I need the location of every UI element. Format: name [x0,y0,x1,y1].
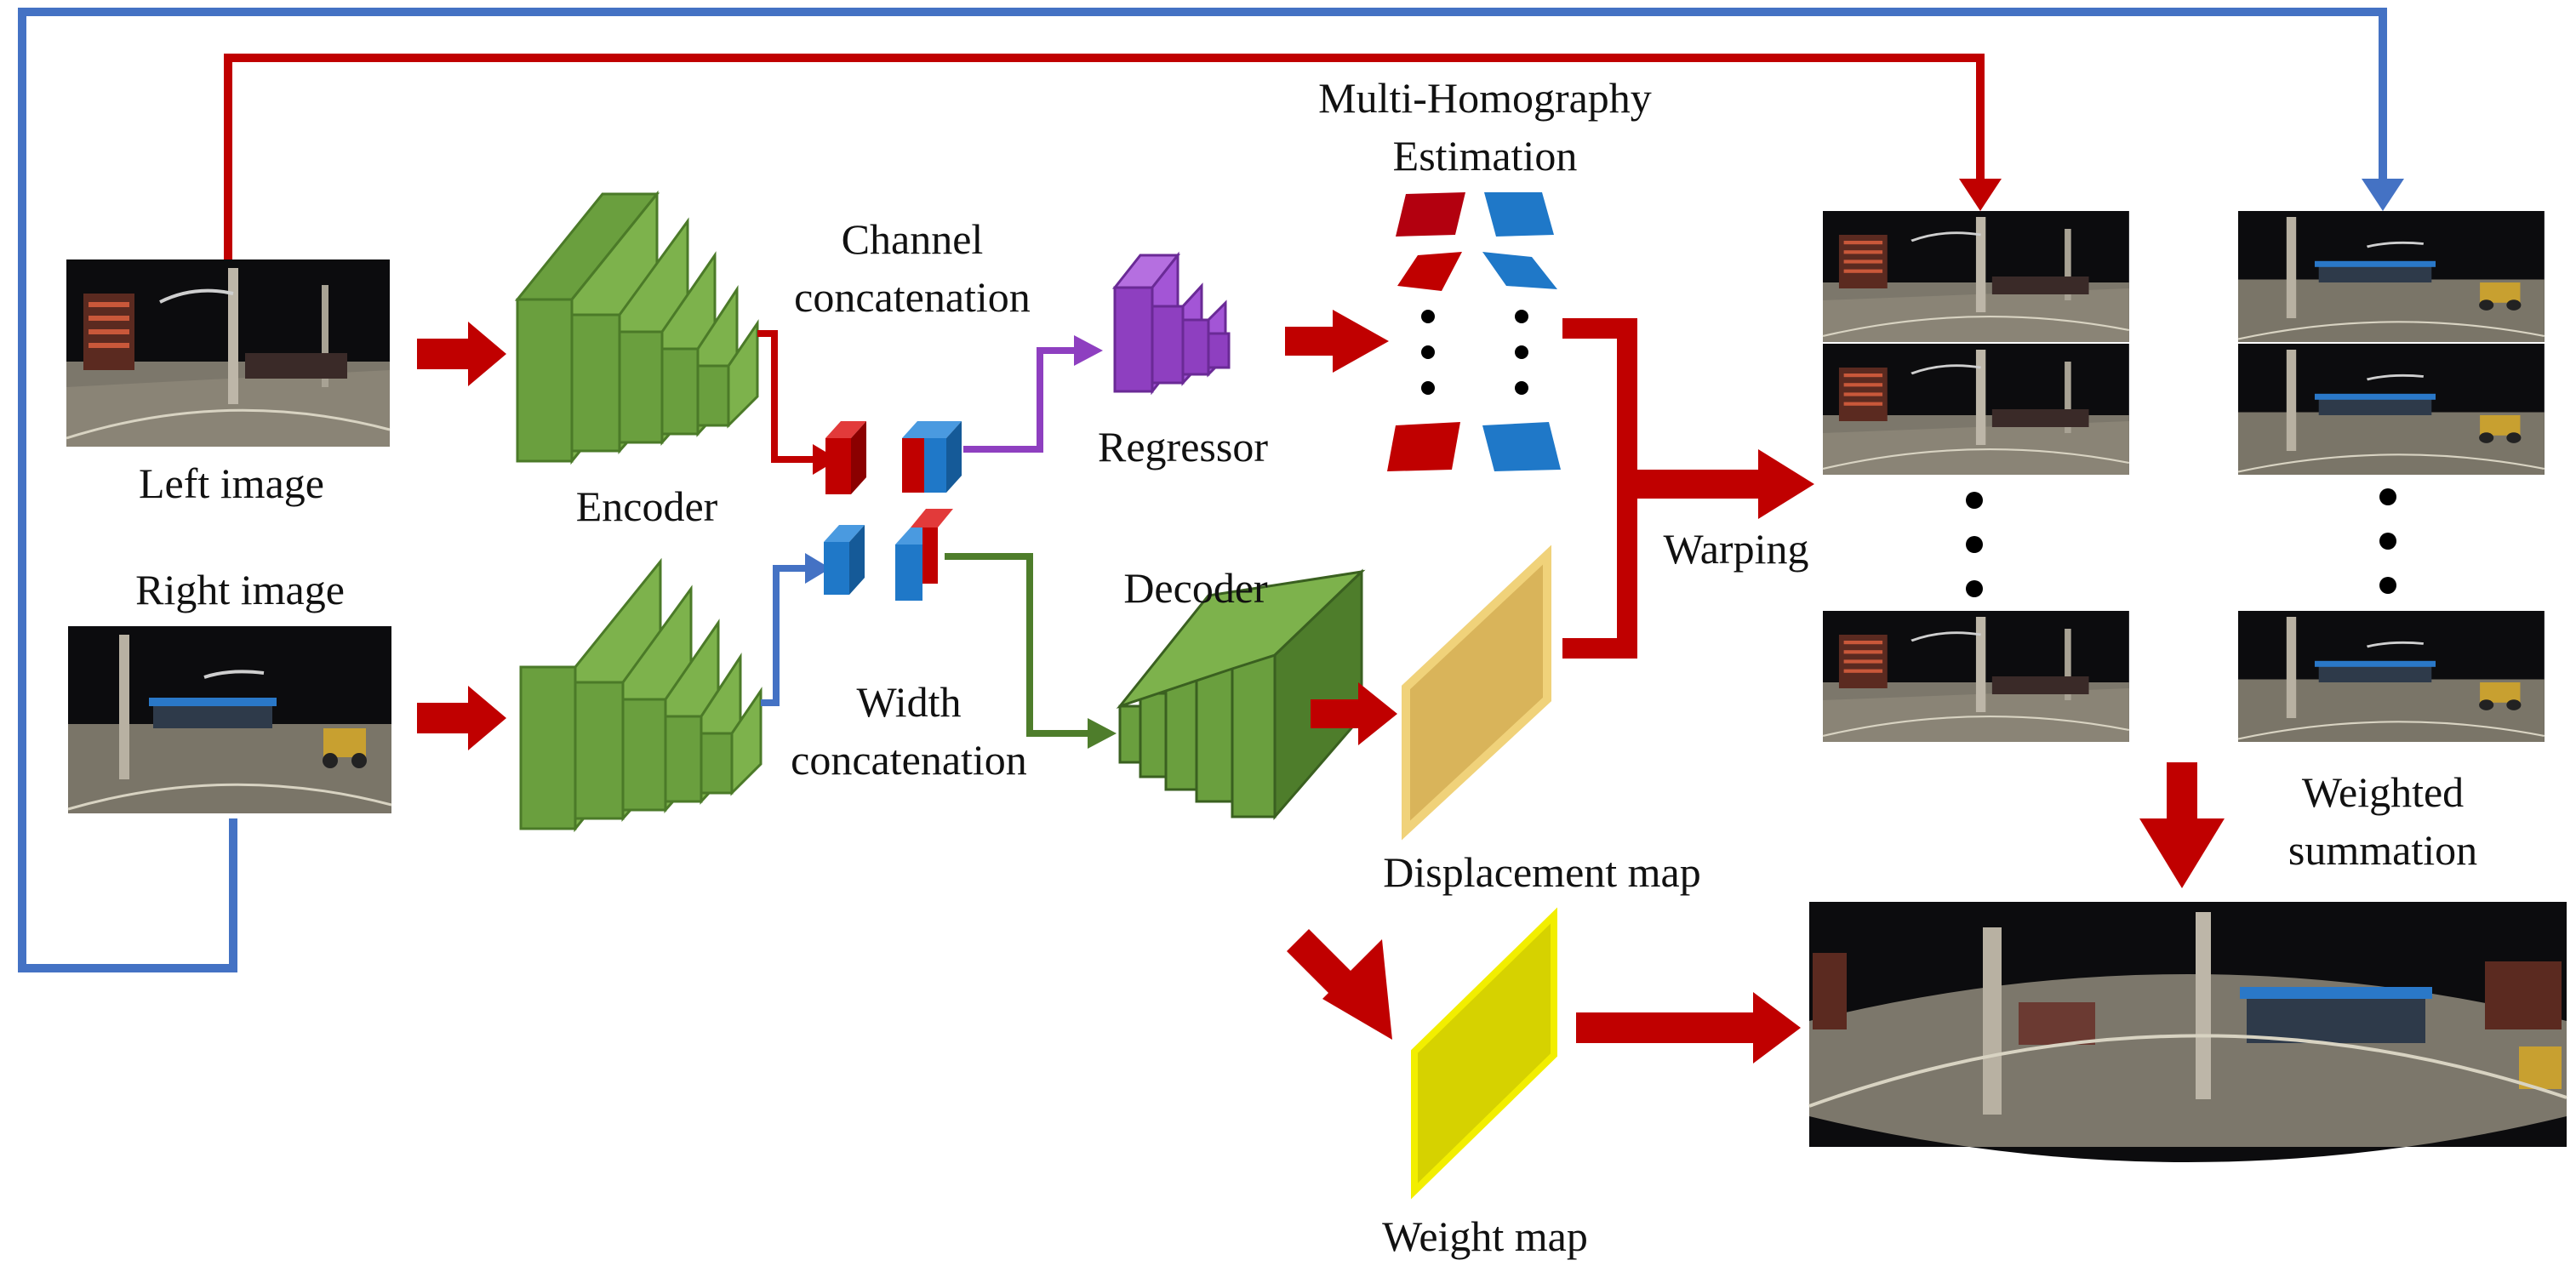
warped-right-dot [2379,488,2396,505]
displacement-map-label: Displacement map [1383,848,1701,896]
displacement-map [1402,545,1551,841]
warping-arrow [1627,449,1814,519]
homography-dot [1421,345,1435,359]
encoder-top-output-line [757,330,817,463]
warped-left-1 [1821,209,2131,344]
warped-left-dot [1966,492,1983,509]
homography-label-2: Estimation [1393,132,1578,180]
regressor-label: Regressor [1098,423,1268,470]
to-regressor-line [963,347,1079,453]
feature-cube-red [825,421,866,494]
warped-left-dot [1966,580,1983,597]
arrow-to-homography [1285,310,1389,373]
homography-red-quad-3 [1387,422,1460,471]
red-skip-arrowhead [1959,179,2002,211]
width-concat-label-2: concatenation [791,736,1027,784]
homography-blue-quad-1 [1484,192,1554,237]
left-image [65,258,391,448]
arrow-left-to-encoder [417,322,506,386]
warped-right-3 [2236,609,2546,744]
homography-blue-quad-2 [1482,252,1557,289]
weighted-summation-label-1: Weighted [2302,768,2464,816]
encoder-bottom-output-line [761,565,808,706]
encoder-top [514,190,759,465]
to-decoder-arrowhead [1088,718,1117,749]
homography-to-warp-line [1562,318,1637,483]
encoder-label: Encoder [576,482,718,530]
to-decoder-line [945,553,1091,737]
encoder-bottom [519,557,763,833]
width-concat-label-1: Width [857,678,962,726]
decoder-label: Decoder [1123,564,1268,612]
homography-dot [1515,381,1528,395]
warped-right-2 [2236,342,2546,476]
homography-dot [1515,310,1528,323]
homography-red-quad-2 [1397,252,1462,291]
warping-label: Warping [1664,525,1809,573]
displacement-to-warp-line [1562,483,1637,659]
homography-dot [1421,310,1435,323]
homography-red-quad-1 [1396,192,1465,237]
homography-dot [1515,345,1528,359]
blue-skip-line [18,8,2387,972]
warped-left-dot [1966,536,1983,553]
decoder-block [1116,568,1366,821]
panorama-image [1808,902,2567,1162]
warped-right-1 [2236,209,2546,344]
warped-right-dot [2379,577,2396,594]
to-regressor-arrowhead [1074,335,1103,366]
weighted-summation-arrow [2139,762,2225,888]
arrow-weight-to-panorama [1576,992,1801,1064]
channel-concat-label-1: Channel [842,215,984,263]
red-skip-line [224,54,1985,262]
warped-left-2 [1821,342,2131,476]
arrow-to-displacement [1311,682,1397,745]
weight-map [1411,907,1557,1200]
arrow-to-weight-map [1287,929,1392,1040]
warped-right-dot [2379,533,2396,550]
regressor-block [1111,251,1231,396]
homography-label-1: Multi-Homography [1318,74,1652,122]
channel-concat-cube [902,421,962,493]
right-image-label: Right image [135,566,345,613]
homography-dot [1421,381,1435,395]
right-image [66,624,393,815]
homography-blue-quad-3 [1482,422,1561,471]
width-concat-cube [895,509,953,601]
arrow-right-to-encoder [417,686,506,750]
encoder-bottom-output-arrowhead [805,553,831,584]
blue-skip-arrowhead [2362,179,2404,211]
weight-map-label: Weight map [1382,1212,1588,1260]
weighted-summation-label-2: summation [2288,826,2477,874]
warped-left-3 [1821,609,2131,744]
feature-cube-blue [824,525,865,595]
channel-concat-label-2: concatenation [794,273,1031,321]
left-image-label: Left image [139,459,324,507]
